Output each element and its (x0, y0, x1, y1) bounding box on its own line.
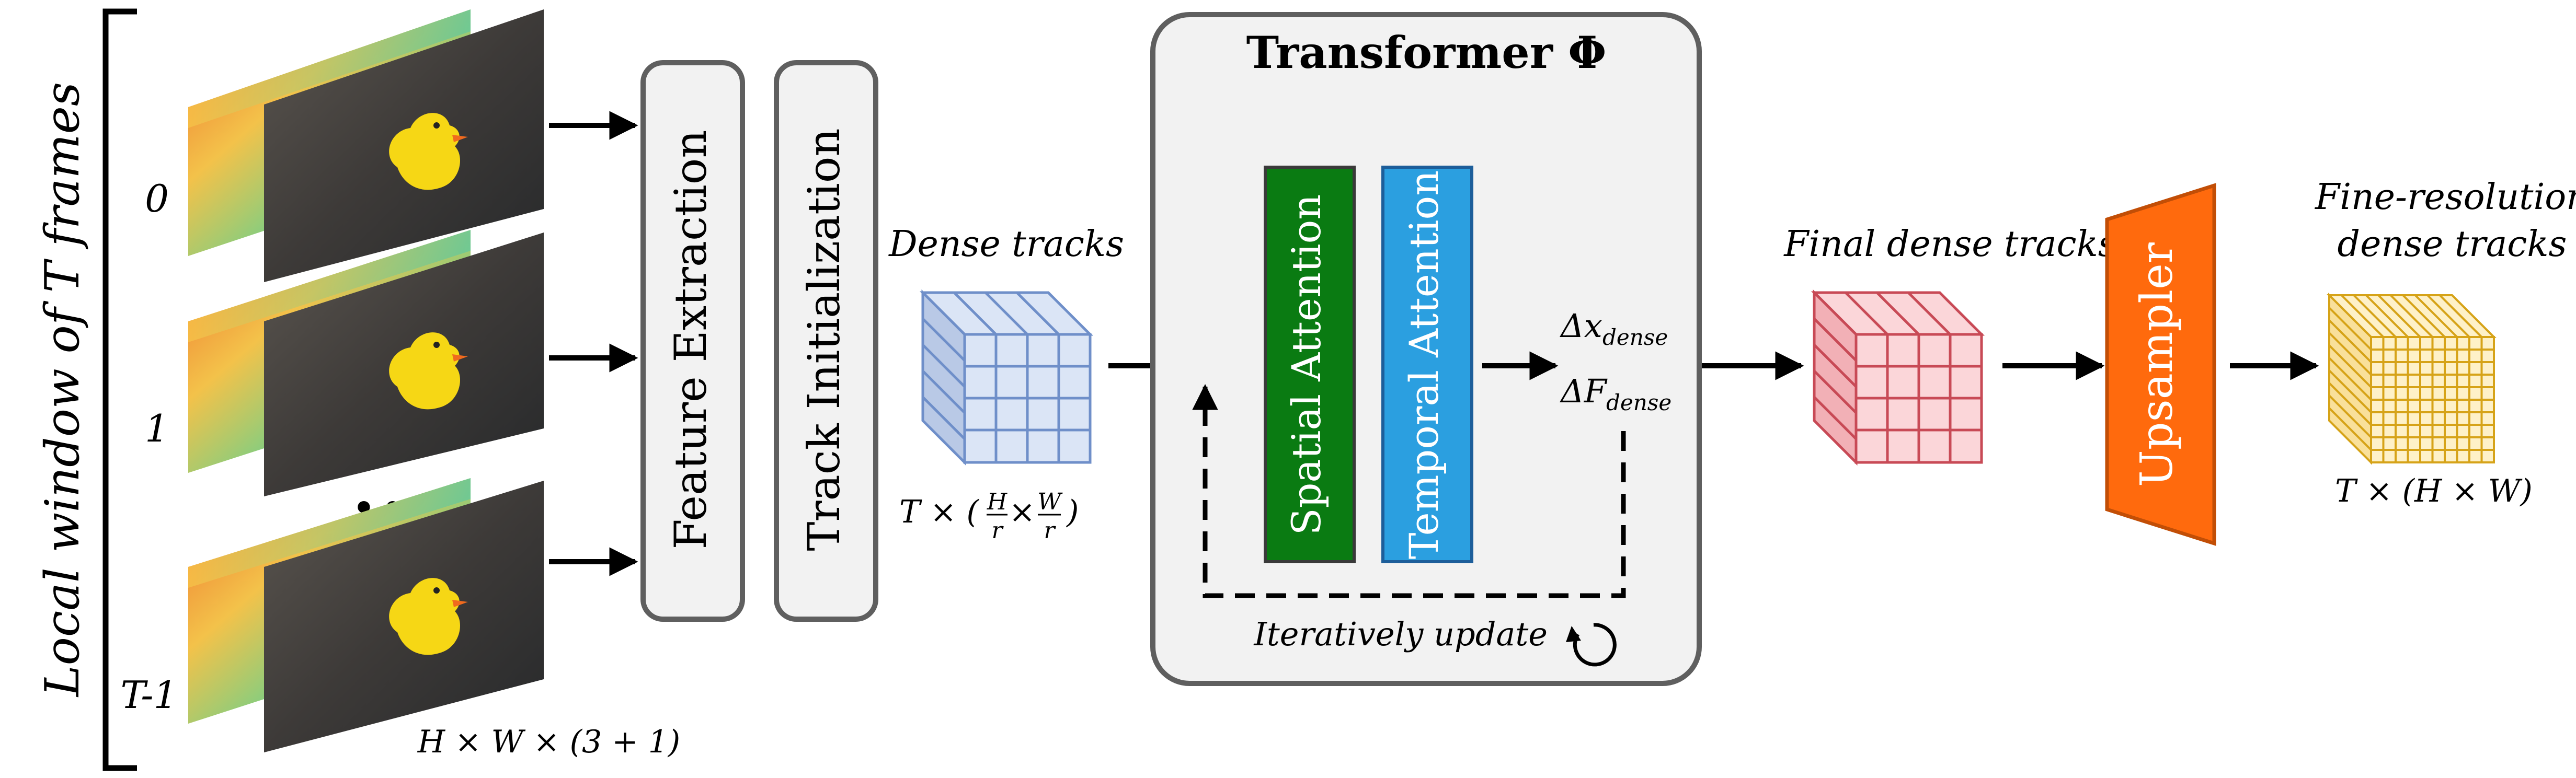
frames-bracket (102, 8, 137, 771)
delta-x-dense: Δx dense (1560, 307, 1668, 350)
frac1-num: H (987, 489, 1008, 515)
frac1-den: r (991, 517, 1004, 544)
frame-stack-0 (188, 9, 544, 282)
spatial-attention-label: Spatial Attention (1283, 194, 1330, 536)
frame-stack-last (188, 478, 544, 752)
local-window-label: Local window of T frames (35, 82, 90, 698)
frac2-den: r (1044, 517, 1056, 544)
frac2-num: W (1037, 489, 1063, 515)
input-dims: H × W × (3 + 1) (417, 724, 680, 760)
upsampler-block (2105, 183, 2216, 546)
dims-prefix: T × ( (899, 494, 979, 530)
rubber-duck-image (389, 113, 468, 190)
fine-tracks-title-line1: Fine-resolution (2314, 177, 2576, 218)
depth-map-strip (188, 9, 471, 128)
dense-tracks-cube (919, 289, 1094, 466)
frame-stack-1 (188, 230, 544, 496)
feature-extraction-box (640, 60, 745, 622)
spatial-attention-block (1264, 166, 1356, 563)
delta-f-base: ΔF (1560, 372, 1608, 410)
delta-f-sub: dense (1606, 390, 1671, 415)
final-dense-tracks-cube (1811, 289, 1985, 466)
fine-tracks-title-line2: dense tracks (2338, 224, 2567, 265)
rubber-duck-image (389, 578, 468, 655)
temporal-attention-label: Temporal Attention (1401, 170, 1447, 559)
iteratively-update-label: Iteratively update (1253, 615, 1548, 653)
depth-map-strip (188, 478, 471, 588)
temporal-attention-block (1381, 166, 1473, 563)
transformer-title: Transformer Φ (1246, 27, 1607, 78)
dense-tracks-dims: T × ( H r × W r ) (899, 489, 1079, 544)
track-initialization-box (774, 60, 878, 622)
frac-times: × (1009, 494, 1035, 530)
dims-suffix: ) (1066, 494, 1079, 530)
frame-index-last: T-1 (121, 673, 178, 717)
upsampler-label: Upsampler (2131, 242, 2182, 487)
delta-f-dense: ΔF dense (1560, 372, 1671, 415)
depth-map-strip (188, 230, 471, 342)
feature-extraction-label: Feature Extraction (665, 130, 716, 550)
track-initialization-label: Track Initialization (798, 128, 850, 551)
refresh-icon (1566, 623, 1617, 667)
delta-x-sub: dense (1602, 324, 1668, 350)
frame-index-1: 1 (145, 407, 169, 450)
fine-tracks-cube (2327, 293, 2497, 465)
final-dense-tracks-title: Final dense tracks (1783, 224, 2116, 265)
update-loop-arrow (1192, 384, 1626, 598)
rubber-duck-image (389, 332, 468, 410)
dense-tracks-title: Dense tracks (888, 224, 1124, 265)
delta-x-base: Δx (1560, 307, 1602, 345)
frame-index-0: 0 (145, 177, 169, 220)
fine-tracks-dims: T × (H × W) (2335, 473, 2533, 509)
